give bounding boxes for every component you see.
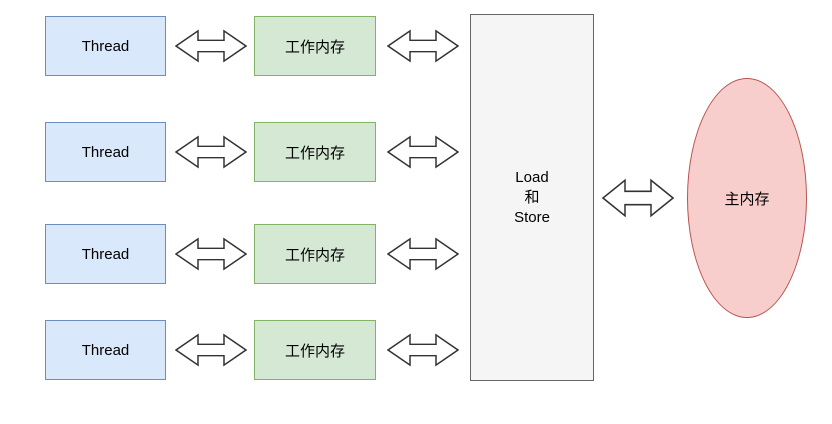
working-memory-box: 工作内存 xyxy=(254,122,376,182)
double-arrow-icon xyxy=(175,237,247,271)
working-memory-label: 工作内存 xyxy=(284,342,345,360)
thread-box: Thread xyxy=(45,122,166,182)
double-arrow-icon xyxy=(387,333,459,367)
double-arrow-icon xyxy=(175,29,247,63)
thread-box: Thread xyxy=(45,320,166,380)
thread-label: Thread xyxy=(81,37,130,55)
working-memory-box: 工作内存 xyxy=(254,224,376,284)
thread-label: Thread xyxy=(81,341,130,359)
main-memory-ellipse: 主内存 xyxy=(687,78,807,318)
working-memory-label: 工作内存 xyxy=(284,144,345,162)
working-memory-label: 工作内存 xyxy=(284,38,345,56)
double-arrow-icon xyxy=(387,135,459,169)
load-store-box: Load 和 Store xyxy=(470,14,594,381)
working-memory-box: 工作内存 xyxy=(254,320,376,380)
thread-label: Thread xyxy=(81,245,130,263)
double-arrow-icon xyxy=(175,333,247,367)
double-arrow-icon xyxy=(602,178,674,218)
double-arrow-icon xyxy=(387,29,459,63)
thread-box: Thread xyxy=(45,224,166,284)
thread-box: Thread xyxy=(45,16,166,76)
thread-label: Thread xyxy=(81,143,130,161)
double-arrow-icon xyxy=(387,237,459,271)
load-store-label: Load 和 Store xyxy=(514,168,550,226)
double-arrow-icon xyxy=(175,135,247,169)
main-memory-label: 主内存 xyxy=(724,190,770,208)
working-memory-box: 工作内存 xyxy=(254,16,376,76)
working-memory-label: 工作内存 xyxy=(284,246,345,264)
